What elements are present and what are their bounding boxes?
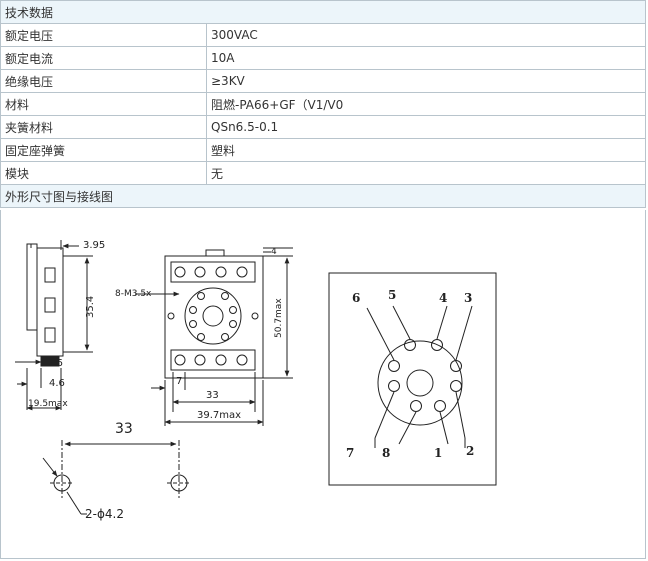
side-view	[15, 240, 93, 411]
spec-section-header: 技术数据	[0, 0, 646, 24]
spec-row: 材料 阻燃-PA66+GF（V1/V0	[0, 92, 646, 116]
spec-label: 固定座弹簧	[0, 138, 207, 162]
spec-label: 夹簧材料	[0, 115, 207, 139]
spec-row: 额定电流 10A	[0, 46, 646, 70]
spec-value: 无	[206, 161, 646, 185]
front-dim-33: 33	[206, 390, 219, 401]
side-dim-b: 4.6	[49, 378, 65, 389]
front-dim-right: 4	[271, 247, 277, 257]
screw-label: 8-M3.5x	[115, 289, 152, 299]
spec-value: 塑料	[206, 138, 646, 162]
spec-section-title: 技术数据	[0, 0, 646, 24]
wiring-pin-6: 6	[352, 291, 360, 305]
spec-row: 固定座弹簧 塑料	[0, 138, 646, 162]
side-dim-top: 3.95	[83, 240, 105, 251]
drawing-section-title: 外形尺寸图与接线图	[0, 184, 646, 208]
side-dim-height: 35.4	[85, 296, 96, 318]
mount-hole-label: 2-ϕ4.2	[85, 507, 124, 521]
side-dim-c: 19.5max	[28, 399, 68, 409]
spec-value: ≥3KV	[206, 69, 646, 93]
spec-label: 额定电压	[0, 23, 207, 47]
wiring-pin-4: 4	[439, 291, 447, 305]
wiring-pin-3: 3	[464, 291, 472, 305]
wiring-pin-1: 1	[434, 446, 442, 460]
wiring-pin-2: 2	[466, 444, 474, 458]
front-dim-7: 7	[176, 376, 182, 387]
mounting-holes	[42, 440, 191, 515]
wiring-pin-5: 5	[388, 288, 396, 302]
spec-label: 材料	[0, 92, 207, 116]
spec-label: 额定电流	[0, 46, 207, 70]
spec-value: 300VAC	[206, 23, 646, 47]
wiring-pin-8: 8	[382, 446, 390, 460]
wiring-diagram	[328, 272, 497, 486]
drawing-area: 3.95 35.4 2.6 4.6 19.5max 8-M3.5x	[0, 210, 646, 559]
spec-value: QSn6.5-0.1	[206, 115, 646, 139]
spec-label: 绝缘电压	[0, 69, 207, 93]
mount-spacing: 33	[115, 421, 133, 437]
spec-row: 模块 无	[0, 161, 646, 185]
front-view	[135, 247, 293, 426]
spec-value: 阻燃-PA66+GF（V1/V0	[206, 92, 646, 116]
spec-row: 绝缘电压 ≥3KV	[0, 69, 646, 93]
spec-row: 额定电压 300VAC	[0, 23, 646, 47]
spec-value: 10A	[206, 46, 646, 70]
drawing-section-header: 外形尺寸图与接线图	[0, 184, 646, 208]
spec-row: 夹簧材料 QSn6.5-0.1	[0, 115, 646, 139]
wiring-pin-7: 7	[346, 446, 354, 460]
side-dim-a: 2.6	[47, 358, 63, 369]
front-dim-height: 50.7max	[274, 298, 284, 338]
front-dim-width: 39.7max	[197, 410, 241, 421]
spec-label: 模块	[0, 161, 207, 185]
spec-table: 技术数据 额定电压 300VAC 额定电流 10A 绝缘电压 ≥3KV 材料 阻…	[0, 0, 646, 208]
technical-drawing: 3.95 35.4 2.6 4.6 19.5max 8-M3.5x	[15, 240, 497, 521]
